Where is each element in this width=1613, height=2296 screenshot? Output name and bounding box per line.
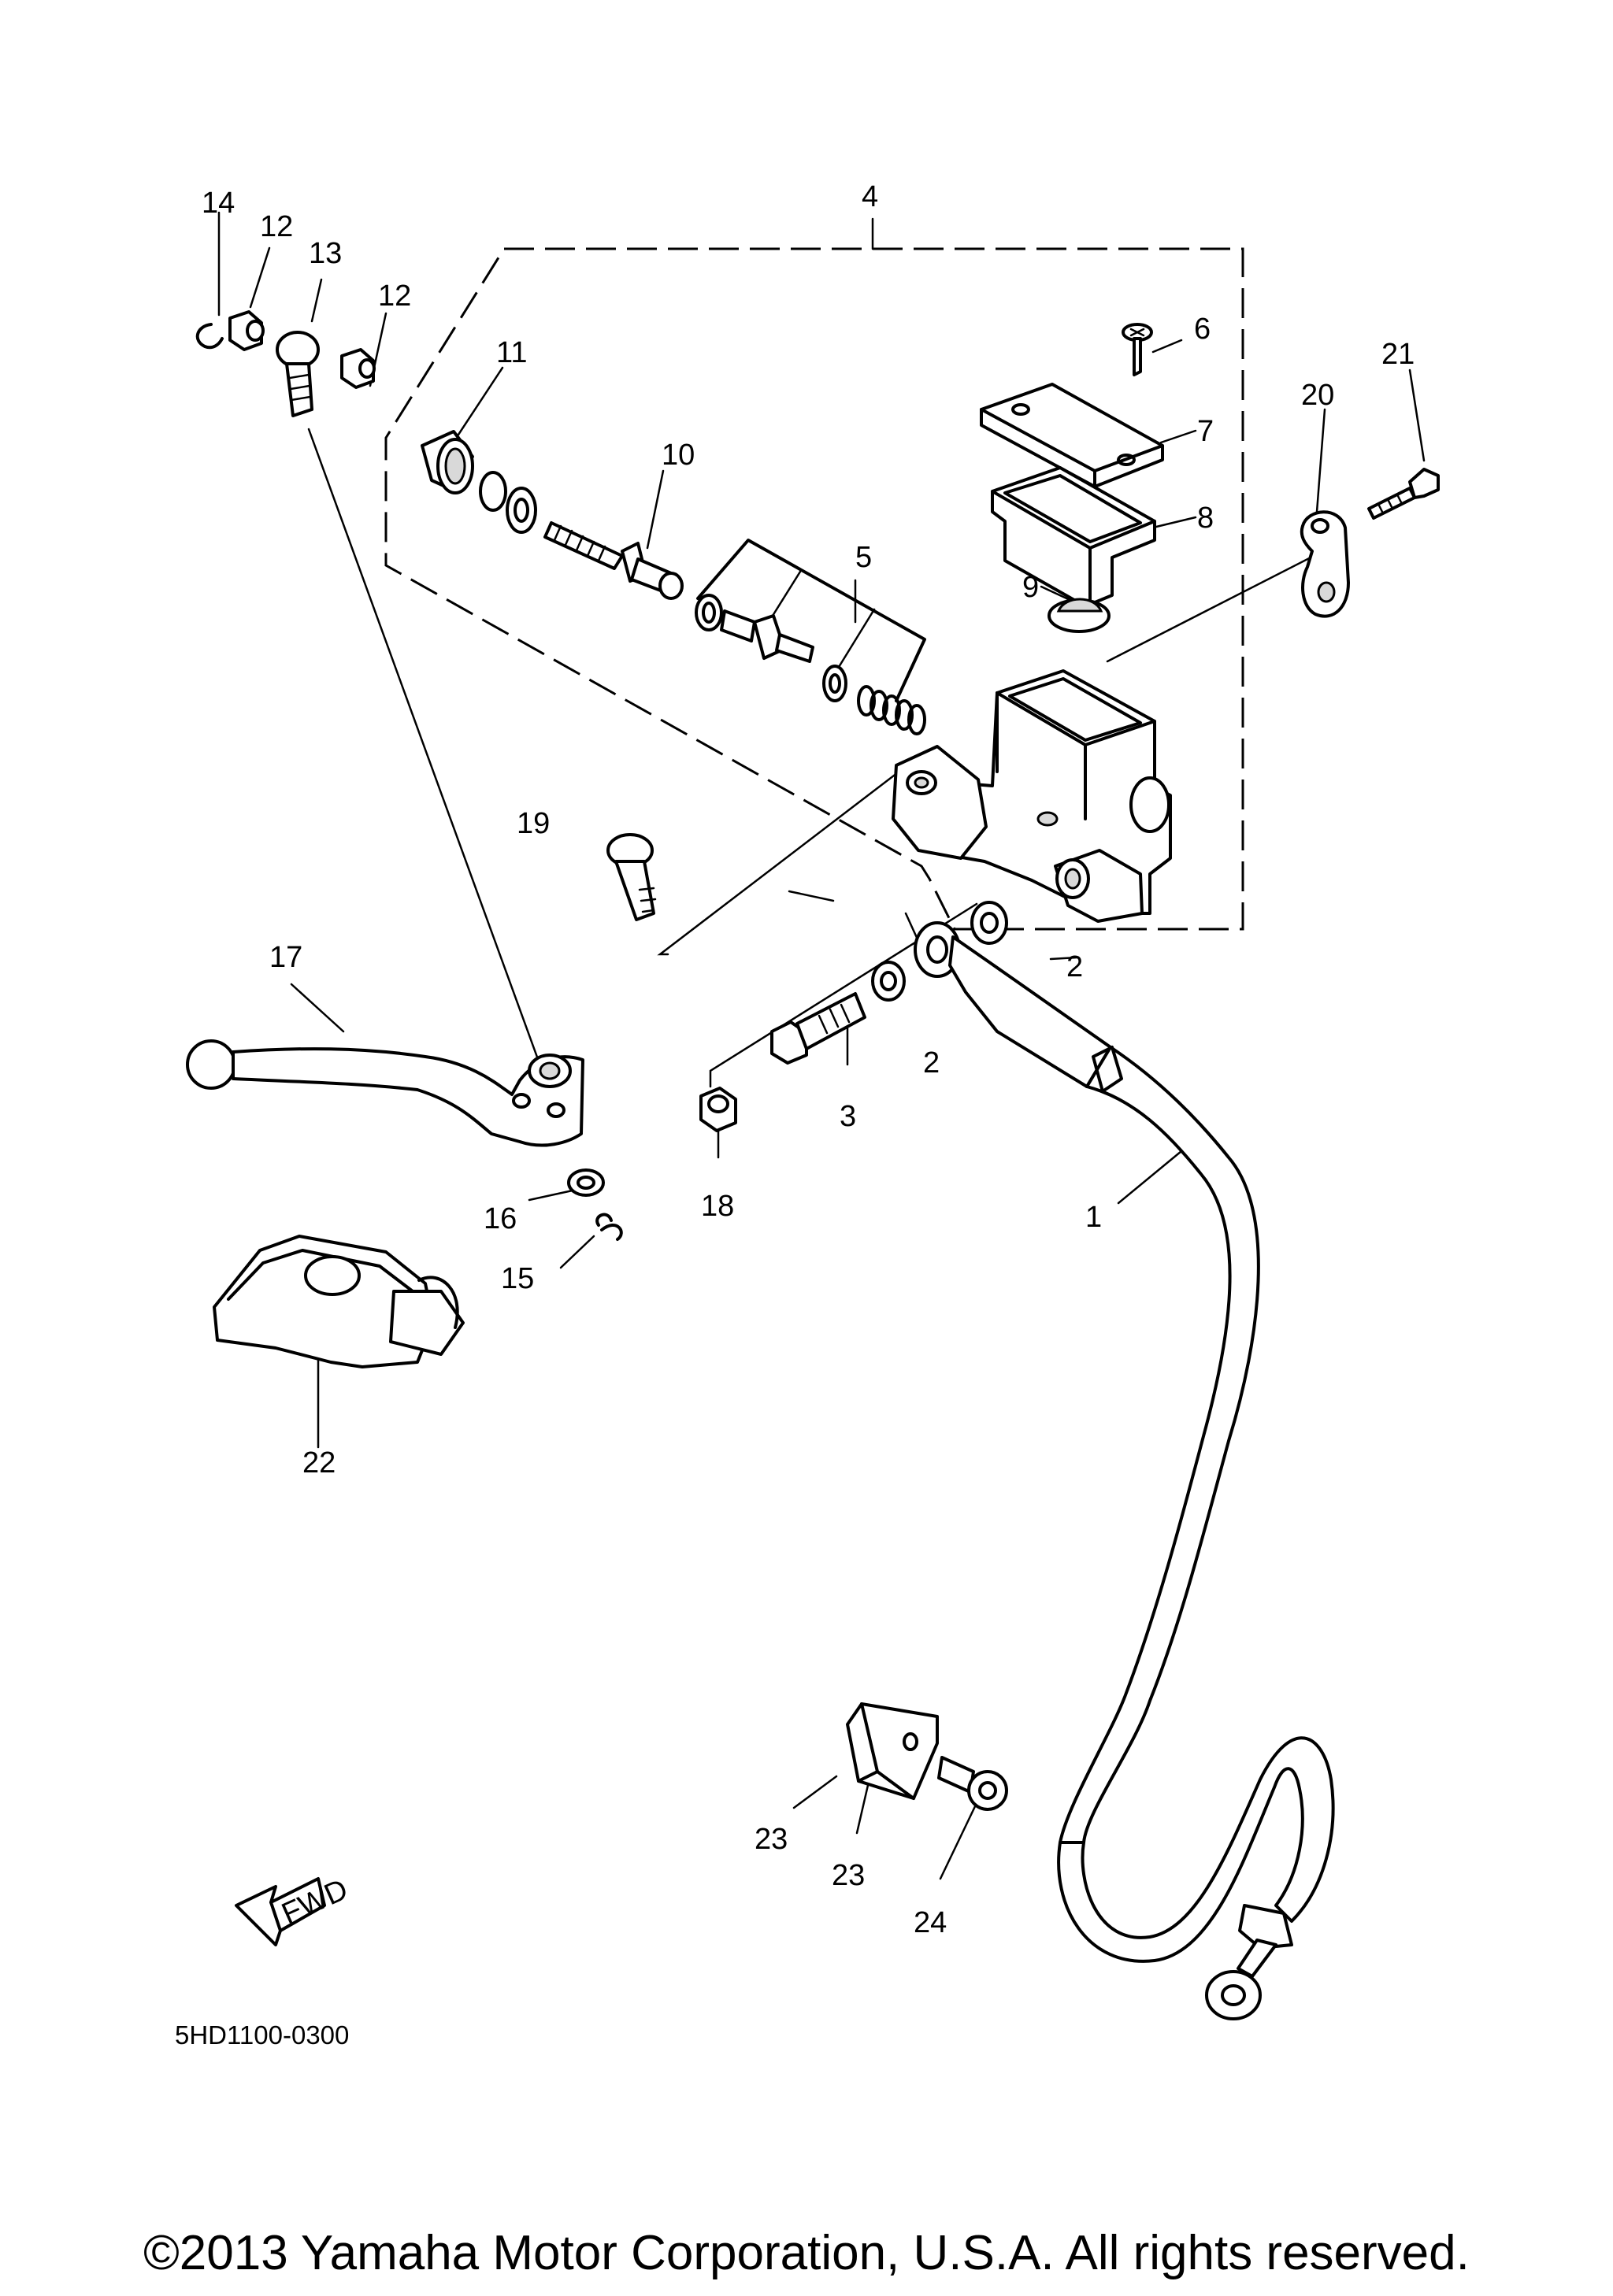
reservoir-cap-7 (980, 383, 1164, 488)
callout-16: 16 (484, 1202, 517, 1235)
callout-9: 9 (1022, 571, 1039, 604)
callout-7: 7 (1197, 415, 1214, 448)
callout-23-right: 23 (832, 1859, 865, 1892)
callout-2-upper: 2 (1066, 950, 1083, 983)
callout-21: 21 (1381, 338, 1415, 371)
circlip-14 (195, 323, 224, 350)
pivot-bolt-19 (606, 833, 657, 921)
callout-12-left: 12 (260, 210, 293, 243)
lever-17 (186, 1039, 584, 1147)
callout-12-right: 12 (378, 280, 411, 313)
nut-12-right (340, 348, 376, 389)
pivot-bolt-13 (276, 331, 320, 417)
grommet-9 (1048, 598, 1111, 633)
callout-1: 1 (1085, 1201, 1102, 1234)
lever-cover-22 (213, 1235, 465, 1368)
callout-17: 17 (269, 941, 302, 974)
callout-11: 11 (496, 336, 527, 369)
push-rod-10 (543, 521, 684, 600)
callout-10: 10 (662, 439, 695, 472)
copyright-notice: ©2013 Yamaha Motor Corporation, U.S.A. A… (143, 2226, 1470, 2280)
callout-14: 14 (202, 187, 235, 220)
bolt-21 (1367, 468, 1440, 520)
master-cylinder-body (892, 669, 1172, 923)
callout-24: 24 (914, 1906, 947, 1939)
circlip-15 (595, 1213, 623, 1241)
callout-13: 13 (309, 237, 342, 270)
bolt-24 (937, 1756, 1008, 1811)
piston-seal (695, 594, 723, 631)
washer-16 (567, 1168, 605, 1197)
clamp-20 (1300, 510, 1350, 618)
callout-labels: 1 2 2 3 4 5 6 7 8 9 10 11 12 12 13 14 15… (202, 180, 1415, 1939)
dust-boot-11 (421, 430, 474, 494)
assembly-boundary-4 (384, 217, 1244, 931)
callout-2-lower: 2 (923, 1046, 940, 1079)
hose-clip-23 (846, 1702, 939, 1800)
callout-15: 15 (501, 1262, 534, 1295)
banjo-bolt-3 (770, 992, 866, 1065)
nut-18 (699, 1087, 737, 1132)
circlip-ring (479, 471, 507, 512)
callout-6: 6 (1194, 313, 1211, 346)
fwd-arrow-icon: FWD (235, 1873, 353, 1946)
screw-6 (1122, 323, 1153, 376)
washer-2-upper (970, 901, 1008, 945)
callout-5: 5 (855, 541, 872, 574)
callout-3: 3 (840, 1100, 856, 1133)
diagram-code: 5HD1100-0300 (175, 2020, 349, 2050)
callout-20: 20 (1301, 379, 1334, 412)
washer-2-lower (871, 961, 906, 1002)
diaphragm-8 (991, 466, 1156, 608)
piston (720, 609, 814, 663)
callout-18: 18 (701, 1190, 734, 1223)
piston-cup (822, 665, 847, 702)
callout-23-left: 23 (755, 1823, 788, 1856)
callout-4: 4 (862, 180, 878, 213)
callout-19: 19 (517, 807, 550, 840)
callout-22: 22 (302, 1446, 336, 1479)
nut-12-left (228, 310, 265, 351)
spring (857, 685, 926, 735)
hose-1 (914, 921, 1335, 2020)
callout-8: 8 (1197, 502, 1214, 535)
washer-ring (506, 487, 537, 534)
